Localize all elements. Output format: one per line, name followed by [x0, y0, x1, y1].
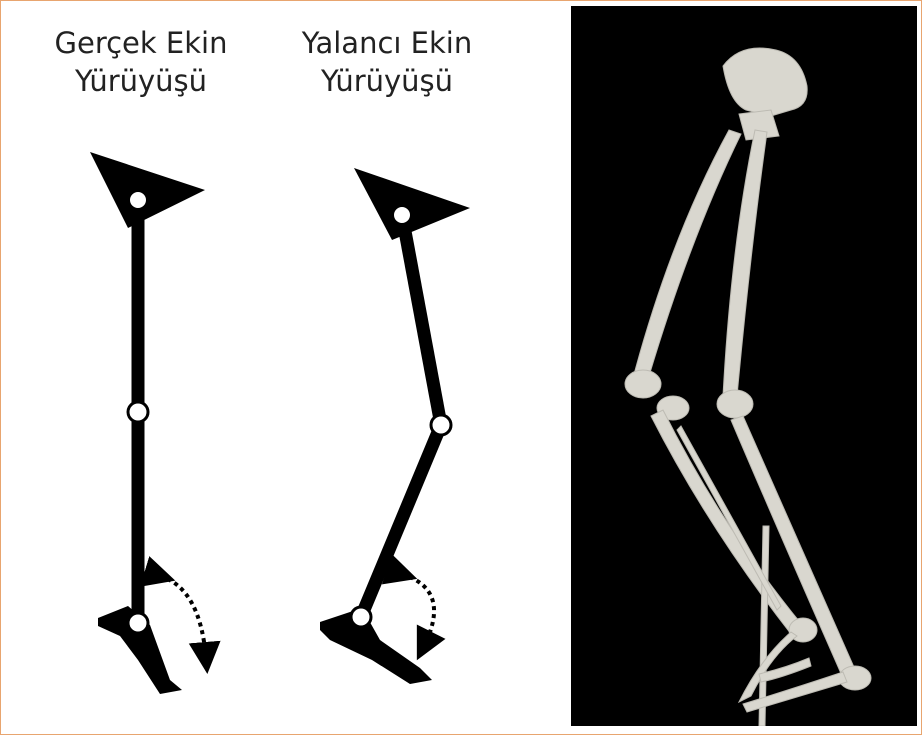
false-heel-upper-segment: [402, 215, 441, 425]
femur-right: [723, 130, 767, 396]
fibula-left: [677, 426, 781, 610]
false-heel-leg: [320, 168, 470, 684]
false-heel-knee-joint: [431, 415, 451, 435]
true-heel-hip-triangle: [90, 152, 205, 228]
bird-leg-skeleton-photo: [571, 6, 917, 726]
false-heel-hip-joint: [393, 206, 411, 224]
knee-left: [625, 370, 661, 398]
skeleton-illustration: [571, 6, 917, 726]
femur-left: [633, 130, 741, 378]
false-heel-hip-triangle: [354, 168, 470, 240]
knee-right: [717, 390, 753, 418]
false-heel-lower-segment: [361, 425, 441, 617]
true-heel-ankle-joint: [128, 613, 148, 633]
false-heel-ankle-joint: [351, 607, 371, 627]
false-heel-foot: [320, 608, 432, 684]
pelvis-bone: [723, 48, 807, 116]
true-heel-leg: [90, 152, 206, 694]
true-heel-hip-joint: [129, 191, 147, 209]
false-heel-rotation-arrow: [402, 574, 434, 646]
true-heel-rotation-arrow: [160, 576, 206, 658]
true-heel-knee-joint: [128, 402, 148, 422]
